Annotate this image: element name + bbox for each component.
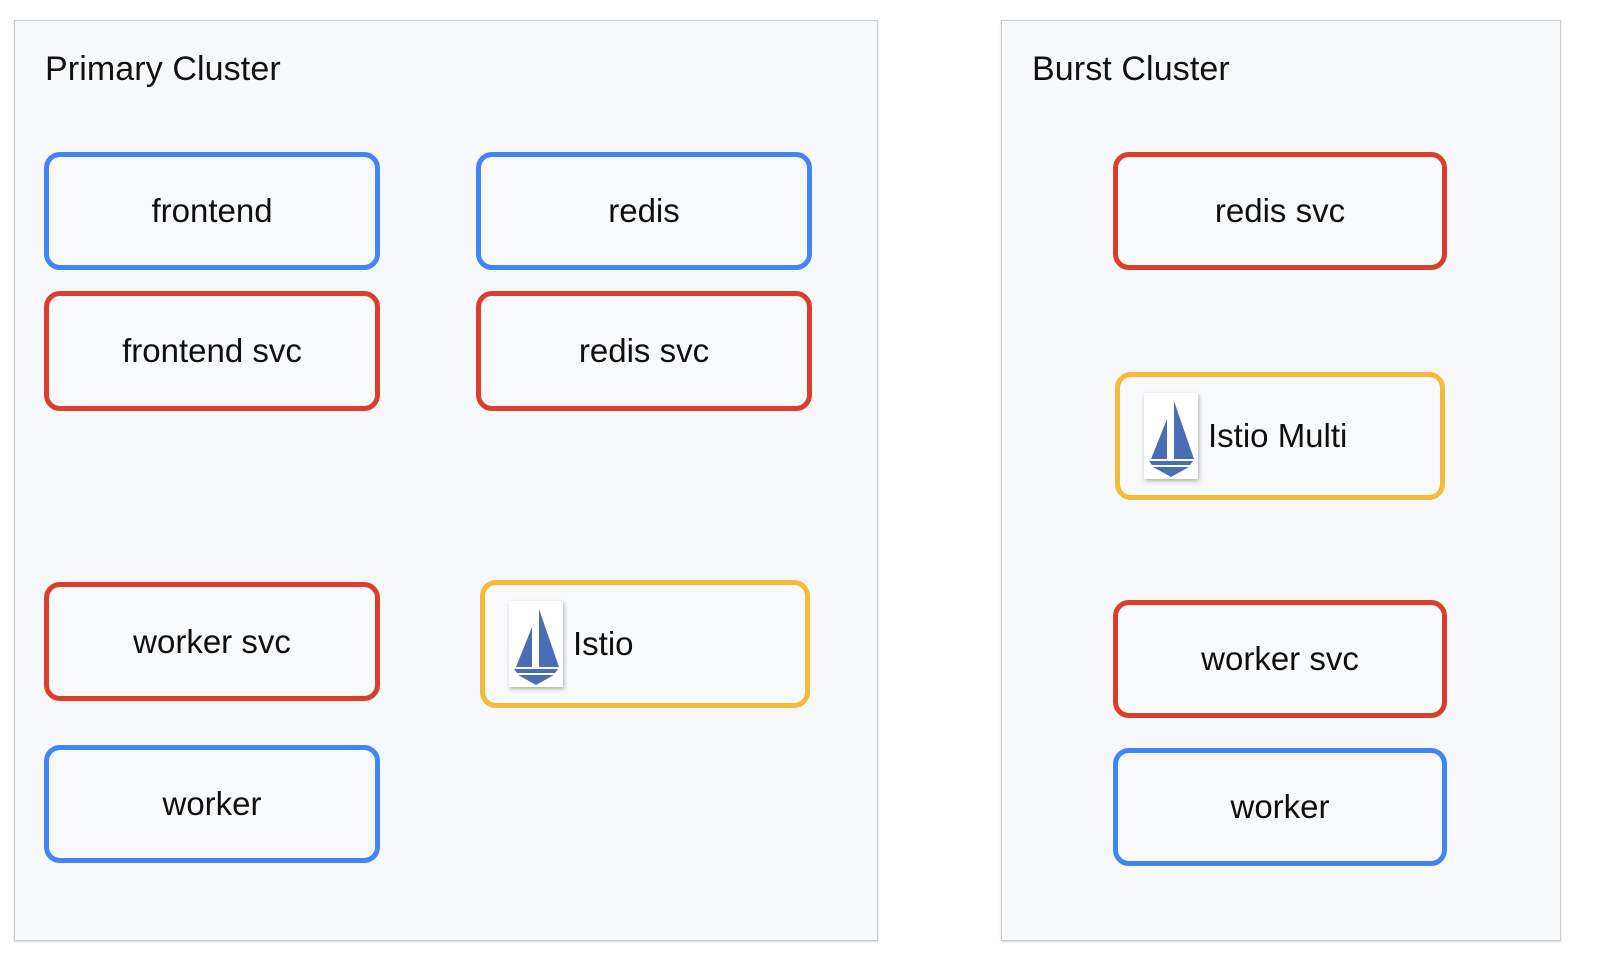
node-redis-svc-burst-label: redis svc bbox=[1214, 192, 1346, 229]
node-frontend-svc-label: frontend svc bbox=[122, 332, 302, 369]
node-worker-svc-primary-label: worker svc bbox=[133, 622, 291, 660]
node-worker-svc-burst-label: worker svc bbox=[1201, 640, 1359, 677]
node-istio-multi-label: Istio Multi bbox=[1208, 417, 1348, 454]
node-frontend-svc[interactable]: frontend svc bbox=[44, 291, 380, 411]
node-worker-primary[interactable]: worker bbox=[44, 745, 380, 863]
node-istio-label: Istio bbox=[573, 625, 634, 662]
node-worker-svc-burst[interactable]: worker svc bbox=[1113, 600, 1447, 718]
node-worker-burst-label: worker bbox=[1230, 788, 1330, 825]
node-redis-label: redis bbox=[608, 192, 680, 229]
node-redis[interactable]: redis bbox=[476, 152, 812, 270]
istio-sailboat-icon bbox=[509, 601, 563, 687]
node-redis-svc-primary-label: redis svc bbox=[578, 332, 710, 369]
node-worker-burst[interactable]: worker bbox=[1113, 748, 1447, 866]
node-istio-multi[interactable]: Istio Multi bbox=[1115, 372, 1445, 500]
node-worker-primary-label: worker bbox=[162, 785, 262, 822]
istio-sailboat-icon bbox=[1144, 393, 1198, 479]
node-worker-svc-primary[interactable]: worker svc bbox=[44, 582, 380, 701]
node-redis-svc-primary[interactable]: redis svc bbox=[476, 291, 812, 411]
node-frontend-label: frontend bbox=[151, 192, 273, 229]
node-istio[interactable]: Istio bbox=[480, 580, 810, 708]
cluster-burst-title: Burst Cluster bbox=[1032, 50, 1230, 88]
cluster-primary-title: Primary Cluster bbox=[45, 50, 281, 88]
node-redis-svc-burst[interactable]: redis svc bbox=[1113, 152, 1447, 270]
node-frontend[interactable]: frontend bbox=[44, 152, 380, 270]
